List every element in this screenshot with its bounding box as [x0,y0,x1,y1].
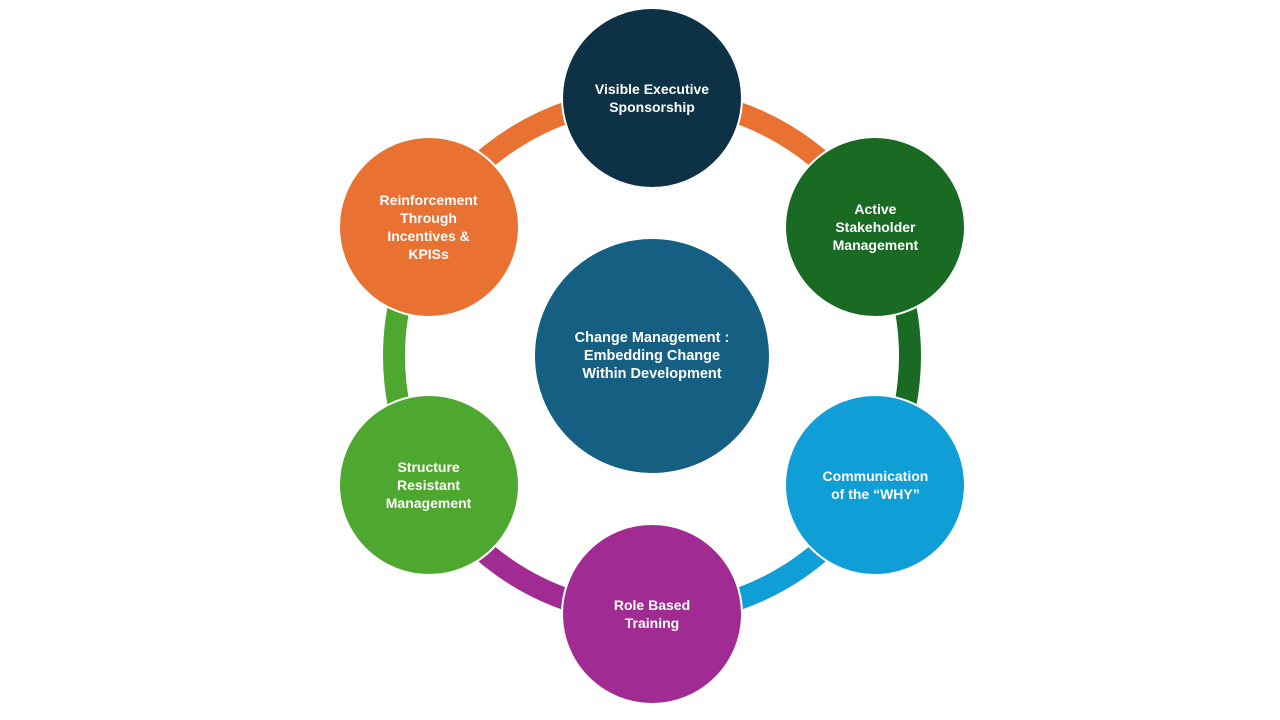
node-visible-executive-sponsorship: Visible Executive Sponsorship [561,7,743,189]
node-active-stakeholder-management: Active Stakeholder Management [784,136,967,318]
center-node: Change Management : Embedding Change Wit… [533,237,771,475]
node-structure-resistant-management: Structure Resistant Management [337,394,520,576]
node-communication-of-why: Communication of the “WHY” [784,394,967,576]
node-reinforcement-incentives-kpis: Reinforcement Through Incentives & KPISs [337,136,520,318]
node-role-based-training: Role Based Training [561,523,743,705]
